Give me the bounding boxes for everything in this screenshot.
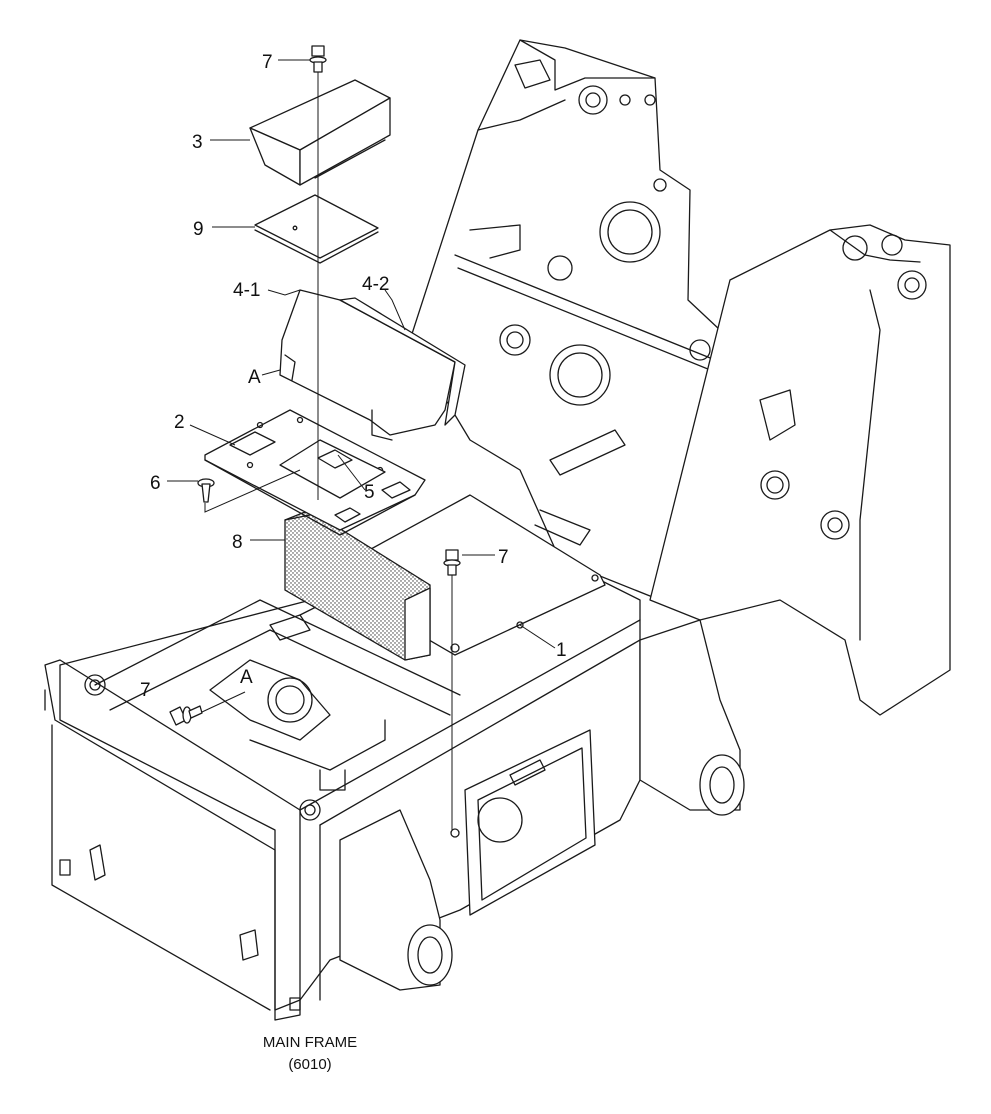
callout-2: 2 xyxy=(174,412,185,433)
bolt-7-mid xyxy=(443,549,461,576)
callout-7-mid: 7 xyxy=(498,547,509,568)
callout-8: 8 xyxy=(232,532,243,553)
callout-a-left: A xyxy=(240,667,253,688)
callout-9: 9 xyxy=(193,219,204,240)
caption-part-number: (6010) xyxy=(288,1056,331,1073)
callout-3: 3 xyxy=(192,132,203,153)
callout-6: 6 xyxy=(150,473,161,494)
bolt-7-top xyxy=(309,45,327,73)
bolt-7-left xyxy=(169,705,203,726)
part-8-foam-pad xyxy=(284,509,431,661)
part-4-cover xyxy=(279,289,466,441)
bolt-6 xyxy=(197,478,215,503)
callout-7-left: 7 xyxy=(140,680,151,701)
main-frame xyxy=(44,39,951,1021)
callout-4-2: 4-2 xyxy=(362,274,389,295)
callout-a-top: A xyxy=(248,367,261,388)
callout-5: 5 xyxy=(364,482,375,503)
callout-1: 1 xyxy=(556,640,567,661)
callout-7-top: 7 xyxy=(262,52,273,73)
callout-4-1: 4-1 xyxy=(233,280,260,301)
caption-title: MAIN FRAME xyxy=(263,1034,357,1051)
frame-caption: MAIN FRAME (6010) xyxy=(263,1034,357,1073)
part-9-plate xyxy=(254,194,379,264)
part-3-cover xyxy=(249,79,391,186)
part-5-plate xyxy=(279,439,386,499)
assembly-lines xyxy=(201,72,453,830)
leader-lines xyxy=(167,59,556,649)
callout-labels: 7 3 9 4-1 4-2 A 2 6 5 7 8 1 7 A xyxy=(140,52,567,701)
